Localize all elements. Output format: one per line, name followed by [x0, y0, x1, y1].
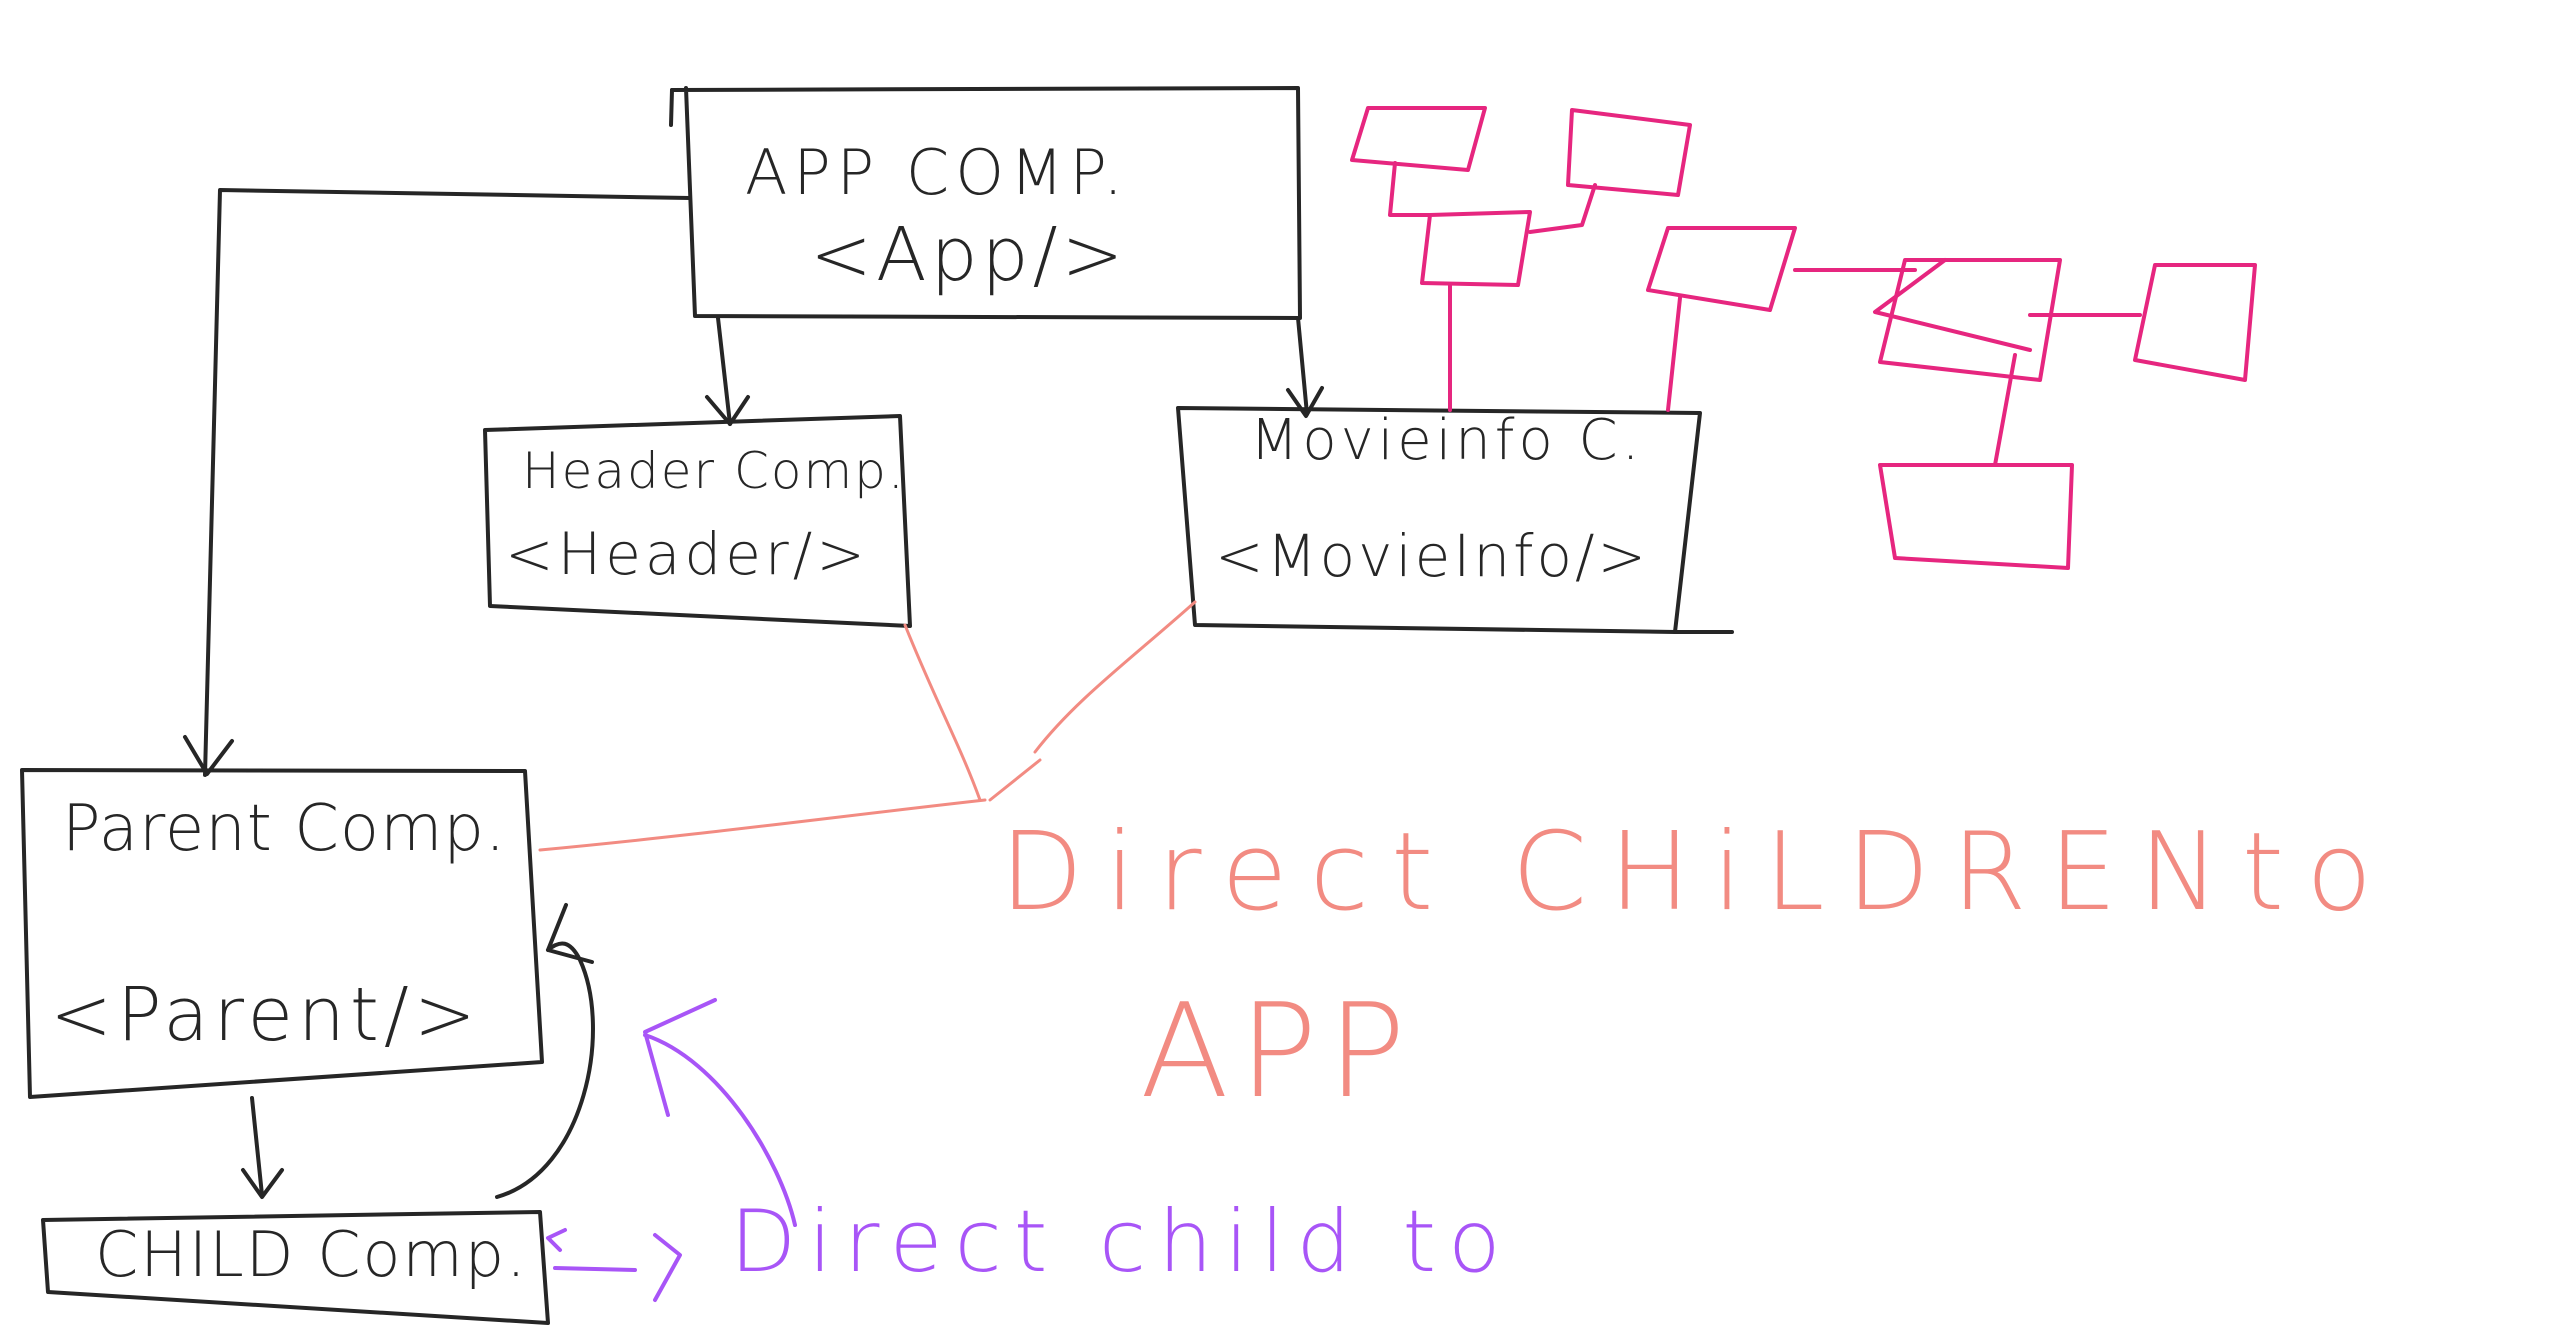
direct-child-bracket-icon [546, 1228, 682, 1302]
movieinfo-component-box [1176, 406, 1734, 634]
component-tree-sketch-icon [1350, 106, 2257, 570]
direct-children-annotation-line1: Direct CHiLDRENto [1000, 810, 2395, 935]
direct-child-pointer-arrow [643, 998, 797, 1227]
child-component-box [41, 1210, 550, 1325]
parent-to-child-arrow [241, 1096, 284, 1199]
header-component-box [483, 414, 912, 628]
direct-children-annotation-line2: APP [1140, 975, 1416, 1127]
header-component-tag: <Header/> [505, 520, 869, 588]
app-to-movieinfo-arrow [1286, 316, 1324, 418]
app-component-title: APP COMP. [745, 136, 1129, 209]
child-component-title: CHILD Comp. [95, 1218, 528, 1291]
app-to-parent-arrow [183, 188, 692, 777]
direct-children-connectors [538, 600, 1197, 852]
parent-component-title: Parent Comp. [62, 792, 507, 866]
direct-child-annotation: Direct child to [730, 1192, 1513, 1292]
parent-component-box [20, 768, 544, 1099]
header-component-title: Header Comp. [522, 442, 906, 500]
parent-component-tag: <Parent/> [50, 972, 481, 1058]
child-to-parent-curved-arrow [495, 903, 595, 1199]
app-to-header-arrow [705, 316, 750, 426]
movieinfo-component-title: Movieinfo C. [1250, 408, 1644, 473]
app-component-tag: <App/> [810, 212, 1128, 298]
movieinfo-component-tag: <MovieInfo/> [1215, 522, 1650, 590]
